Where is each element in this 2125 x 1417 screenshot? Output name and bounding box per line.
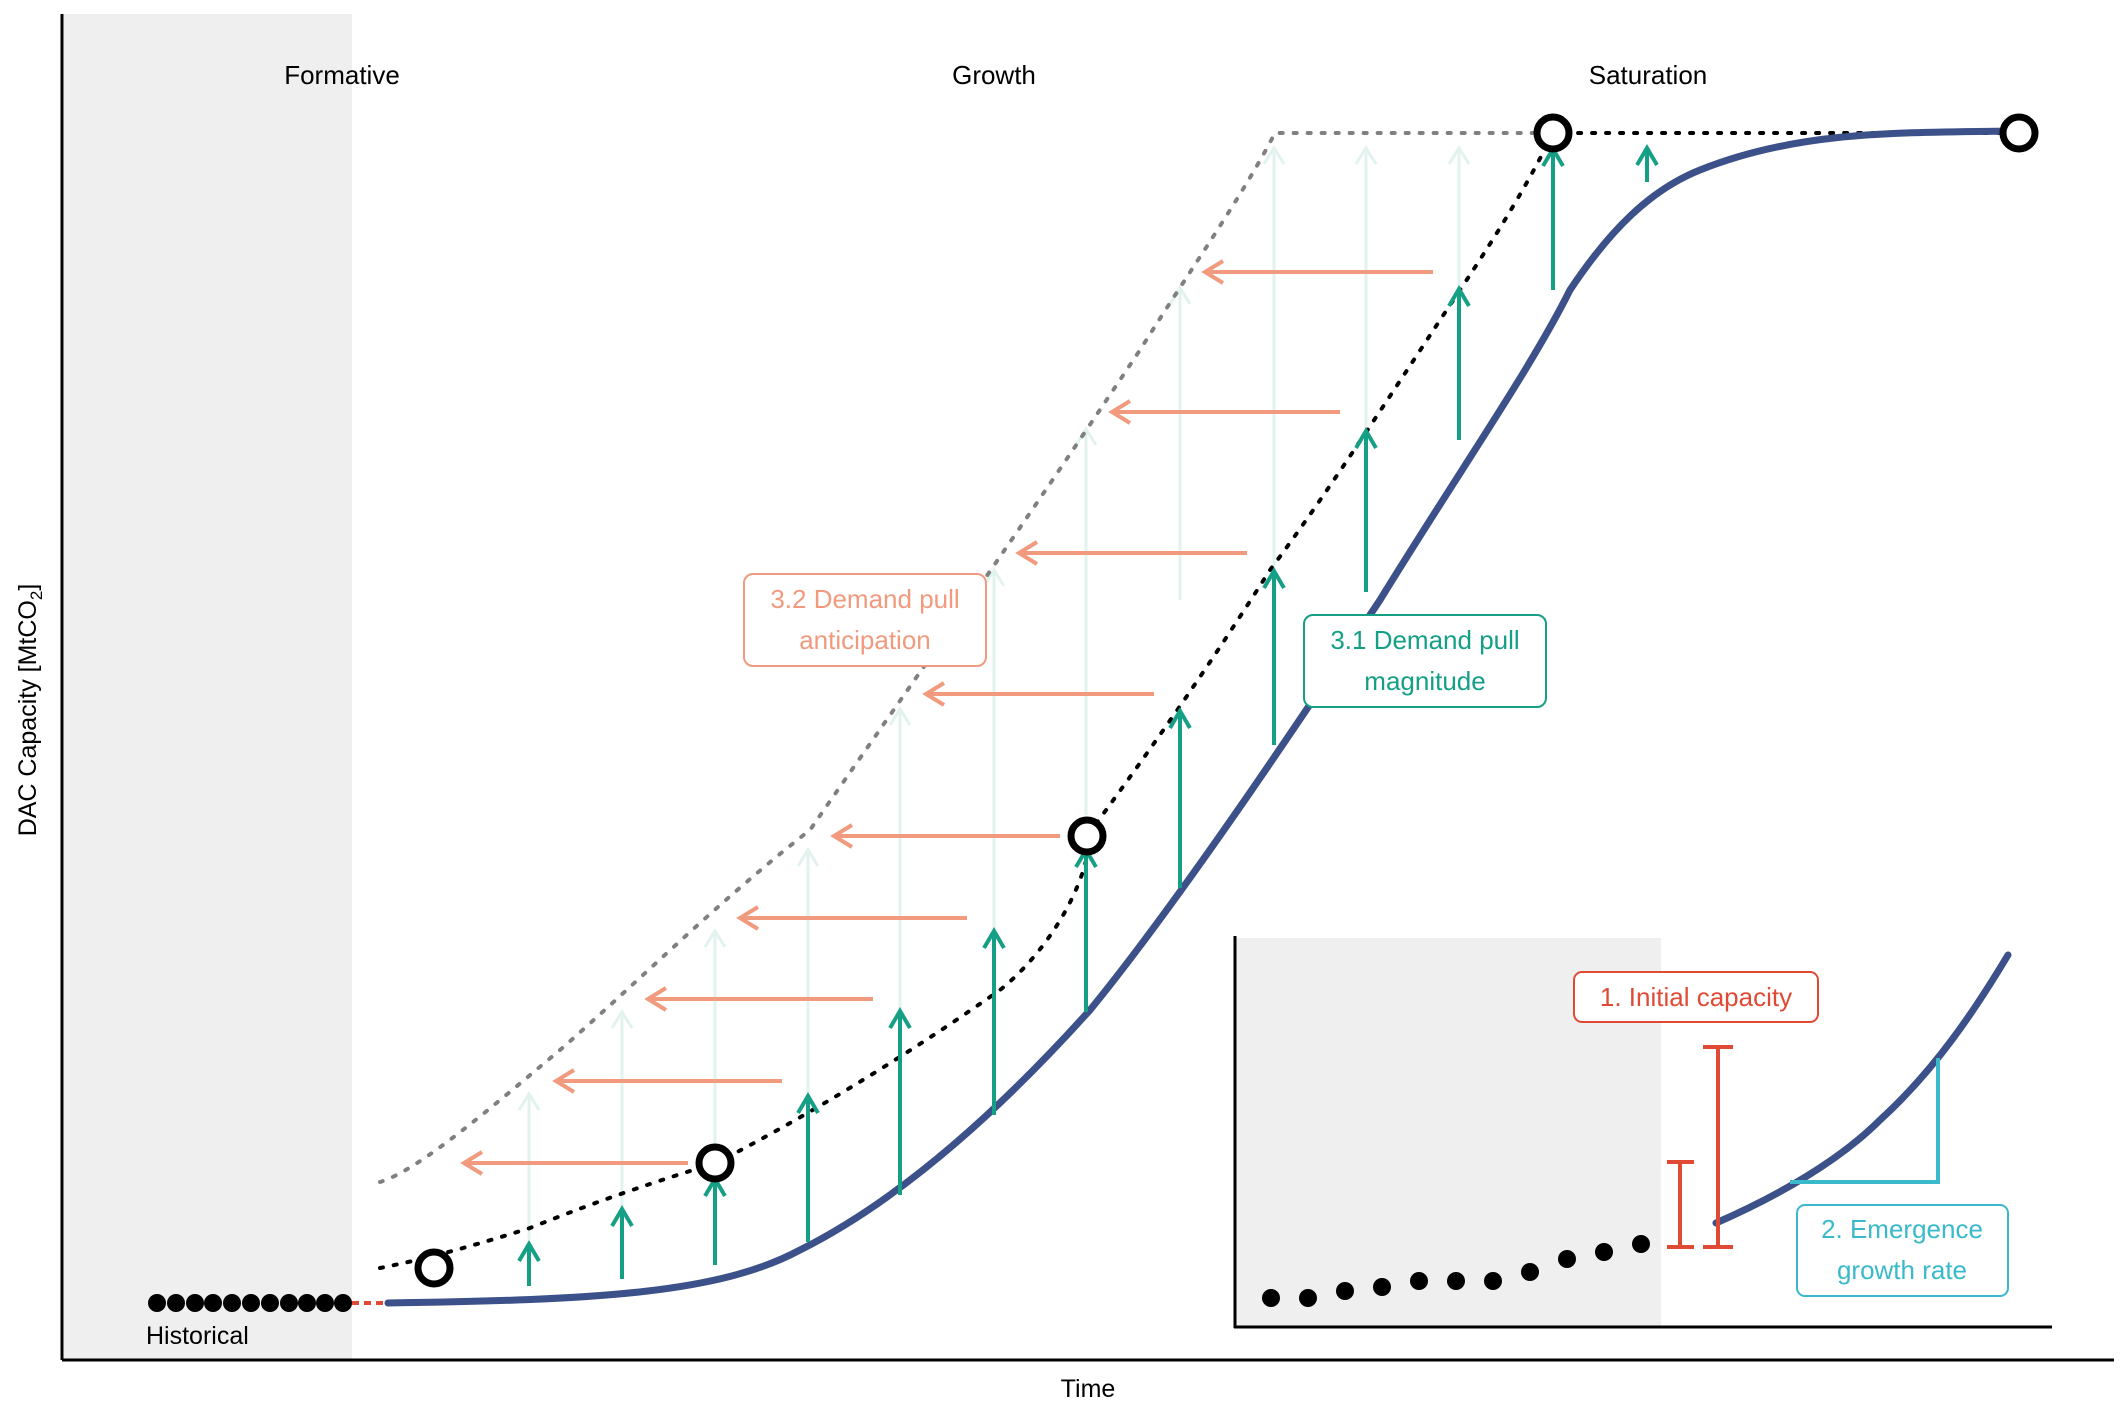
historical-dot bbox=[261, 1294, 279, 1312]
magnitude-box bbox=[1303, 614, 1547, 708]
magnitude-arrow bbox=[517, 1240, 541, 1286]
inset-dot bbox=[1299, 1289, 1317, 1307]
magnitude-arrow bbox=[1262, 567, 1286, 745]
phase-saturation-label: Saturation bbox=[1589, 60, 1708, 90]
emergence-triangle bbox=[1790, 1058, 1940, 1184]
magnitude-arrow bbox=[888, 1007, 912, 1195]
initial-capacity-box bbox=[1573, 971, 1819, 1023]
anticipation-arrow bbox=[736, 905, 967, 931]
faint-arrow bbox=[1447, 145, 1471, 300]
faint-arrow bbox=[1354, 145, 1378, 440]
demand-curve-dotted bbox=[378, 131, 2022, 1270]
historical-dot bbox=[148, 1294, 166, 1312]
faint-arrow bbox=[888, 706, 912, 1030]
milestone-circle bbox=[414, 1248, 454, 1288]
historical-dot bbox=[242, 1294, 260, 1312]
anticipation-annotation: 3.2 Demand pull anticipation bbox=[743, 573, 987, 667]
initial-capacity-bar-small bbox=[1667, 1160, 1694, 1249]
inset-dot bbox=[1336, 1282, 1354, 1300]
historical-dot bbox=[204, 1294, 222, 1312]
magnitude-arrow bbox=[1447, 285, 1471, 440]
emergence-text-line2: growth rate bbox=[1837, 1255, 1967, 1285]
faint-arrow bbox=[1074, 426, 1098, 815]
milestone-circle bbox=[1067, 816, 1107, 856]
faint-arrow bbox=[796, 847, 820, 1103]
anticipation-arrow bbox=[1201, 259, 1433, 285]
magnitude-arrow bbox=[1074, 846, 1098, 1012]
inset-dot bbox=[1558, 1250, 1576, 1268]
magnitude-arrow bbox=[1635, 144, 1659, 182]
phase-growth-label: Growth bbox=[952, 60, 1036, 90]
anticipation-arrow-group bbox=[460, 259, 1433, 1176]
historical-dot bbox=[167, 1294, 185, 1312]
faint-arrow bbox=[517, 1091, 541, 1240]
inset-dot bbox=[1262, 1289, 1280, 1307]
historical-dot bbox=[280, 1294, 298, 1312]
faint-arrow bbox=[610, 1009, 634, 1240]
milestone-circle bbox=[1999, 113, 2039, 153]
historical-dot bbox=[223, 1294, 241, 1312]
historical-dot bbox=[298, 1294, 316, 1312]
magnitude-arrow bbox=[796, 1092, 820, 1242]
emergence-box bbox=[1796, 1204, 2009, 1297]
inset-panel: 1. Initial capacity 2. Emergence growth … bbox=[1233, 936, 2052, 1329]
faint-arrow-group bbox=[517, 145, 1471, 1240]
historical-dot bbox=[334, 1294, 352, 1312]
historical-dots bbox=[148, 1294, 352, 1312]
inset-dot bbox=[1410, 1272, 1428, 1290]
anticipation-text-line1: 3.2 Demand pull bbox=[770, 584, 959, 614]
anticipated-demand-curve bbox=[378, 131, 1552, 1184]
faint-arrow bbox=[982, 567, 1006, 933]
magnitude-annotation: 3.1 Demand pull magnitude bbox=[1303, 614, 1547, 708]
inset-dot bbox=[1447, 1272, 1465, 1290]
magnitude-text-line2: magnitude bbox=[1364, 666, 1485, 696]
faint-arrow bbox=[1168, 285, 1192, 600]
initial-capacity-bar-large bbox=[1703, 1045, 1733, 1249]
anticipation-arrow bbox=[1108, 399, 1340, 425]
faint-arrow bbox=[703, 928, 727, 1165]
initial-capacity-bars bbox=[1667, 1045, 1733, 1249]
historical-label: Historical bbox=[146, 1322, 249, 1350]
magnitude-arrow bbox=[1541, 145, 1565, 290]
capacity-curve bbox=[384, 127, 2014, 1307]
y-axis-label: DAC Capacity [MtCO2] bbox=[14, 584, 46, 837]
anticipation-arrow bbox=[830, 823, 1060, 849]
faint-arrow bbox=[1262, 145, 1286, 580]
inset-dot bbox=[1632, 1235, 1650, 1253]
anticipation-text-line2: anticipation bbox=[799, 625, 931, 655]
anticipation-arrow bbox=[552, 1068, 782, 1094]
inset-dot bbox=[1595, 1243, 1613, 1261]
magnitude-arrow bbox=[1354, 427, 1378, 592]
anticipation-arrow bbox=[644, 986, 873, 1012]
milestone-circle bbox=[1533, 113, 1573, 153]
historical-shade bbox=[64, 14, 352, 1359]
magnitude-arrow bbox=[1168, 707, 1192, 888]
emergence-text-line1: 2. Emergence bbox=[1821, 1214, 1983, 1244]
magnitude-text-line1: 3.1 Demand pull bbox=[1330, 625, 1519, 655]
magnitude-arrow bbox=[982, 927, 1006, 1115]
milestone-circles bbox=[414, 113, 2039, 1288]
inset-dot bbox=[1484, 1272, 1502, 1290]
inset-dot bbox=[1521, 1263, 1539, 1281]
inset-capacity-curve bbox=[1712, 951, 2012, 1227]
magnitude-arrow-group bbox=[517, 144, 1659, 1286]
historical-dot bbox=[186, 1294, 204, 1312]
magnitude-arrow bbox=[610, 1205, 634, 1279]
inset-dots bbox=[1262, 1235, 1650, 1307]
anticipation-arrow bbox=[460, 1150, 688, 1176]
magnitude-arrow bbox=[703, 1175, 727, 1265]
inset-dot bbox=[1373, 1278, 1391, 1296]
phase-formative-label: Formative bbox=[284, 60, 400, 90]
initial-capacity-text: 1. Initial capacity bbox=[1600, 982, 1792, 1012]
x-axis-label: Time bbox=[1061, 1375, 1116, 1403]
anticipation-arrow bbox=[922, 681, 1154, 707]
historical-dot bbox=[316, 1294, 334, 1312]
anticipation-box bbox=[743, 573, 987, 667]
milestone-circle bbox=[695, 1143, 735, 1183]
anticipation-arrow bbox=[1015, 540, 1247, 566]
